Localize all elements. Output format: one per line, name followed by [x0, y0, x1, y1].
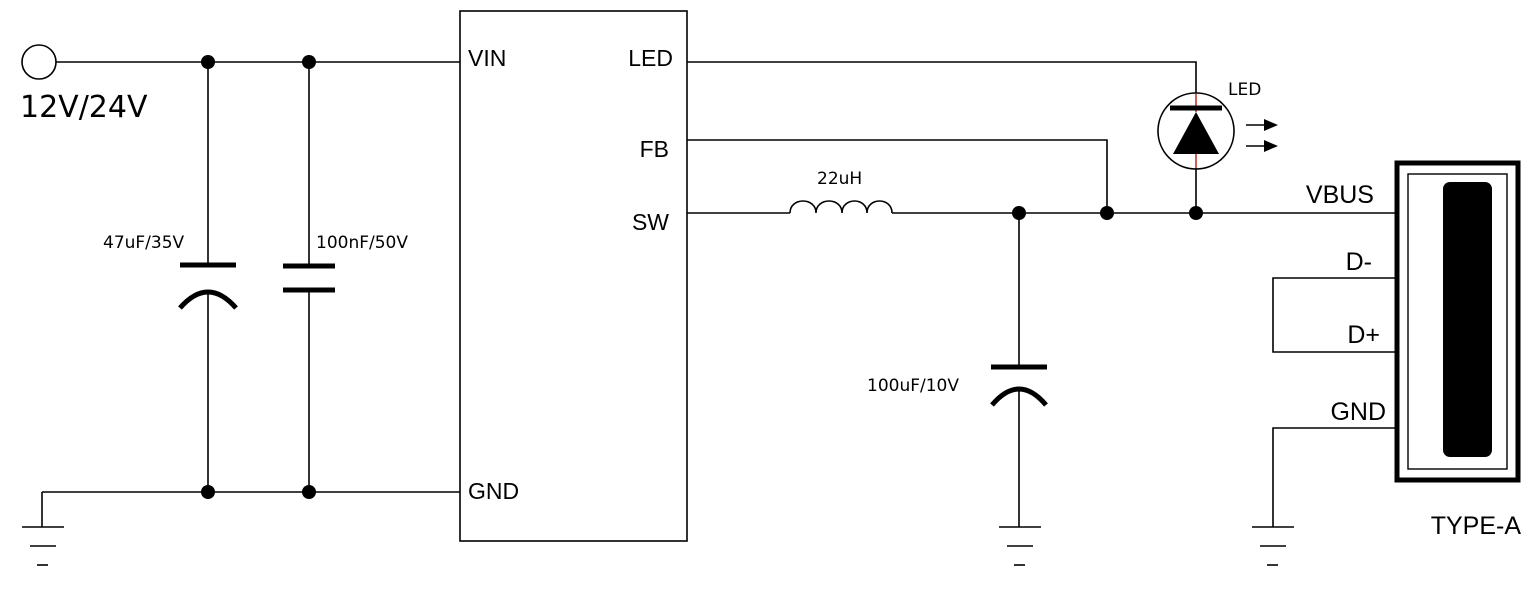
c3-value-label: 100uF/10V [867, 376, 959, 396]
ic-pin-gnd: GND [468, 478, 519, 504]
ic-pin-vin: VIN [468, 45, 506, 71]
usb-gnd-wire [1272, 427, 1395, 527]
usb-pin-vbus: VBUS [1306, 181, 1374, 209]
inductor-value-label: 22uH [817, 169, 862, 189]
led-label: LED [1228, 80, 1261, 100]
ground-symbol-left [22, 492, 64, 566]
usb-data-short-wire [1272, 277, 1395, 353]
usb-pin-dminus: D- [1346, 248, 1372, 276]
capacitor-c1-electrolytic [178, 62, 238, 492]
junction-dot [1189, 206, 1203, 220]
capacitor-c2-ceramic [283, 62, 335, 492]
usb-connector-label: TYPE-A [1431, 512, 1522, 540]
capacitor-c3-electrolytic [990, 213, 1048, 527]
led-net-wire [687, 61, 1197, 94]
inductor-22uh [789, 200, 893, 214]
usb-pin-gnd: GND [1330, 398, 1386, 426]
junction-dot [201, 485, 215, 499]
input-terminal [21, 44, 57, 80]
ic-pin-sw: SW [632, 209, 669, 235]
ic-chip [459, 10, 688, 542]
junction-dot [302, 485, 316, 499]
c1-value-label: 47uF/35V [103, 233, 185, 253]
ground-symbol-c3 [999, 526, 1041, 566]
ic-pin-fb: FB [640, 136, 669, 162]
input-voltage-label: 12V/24V [20, 90, 148, 125]
ic-pin-led: LED [628, 45, 673, 71]
led-emission-arrows [1246, 119, 1278, 152]
c2-value-label: 100nF/50V [316, 233, 408, 253]
ground-symbol-usb [1252, 526, 1294, 566]
usb-type-a-connector [1394, 160, 1521, 483]
junction-dot [1012, 206, 1026, 220]
junction-dot [1100, 206, 1114, 220]
junction-dot [302, 55, 316, 69]
fb-net-wire [687, 139, 1108, 213]
led-symbol [1157, 92, 1235, 170]
usb-pin-dplus: D+ [1347, 321, 1380, 349]
junction-dot [201, 55, 215, 69]
